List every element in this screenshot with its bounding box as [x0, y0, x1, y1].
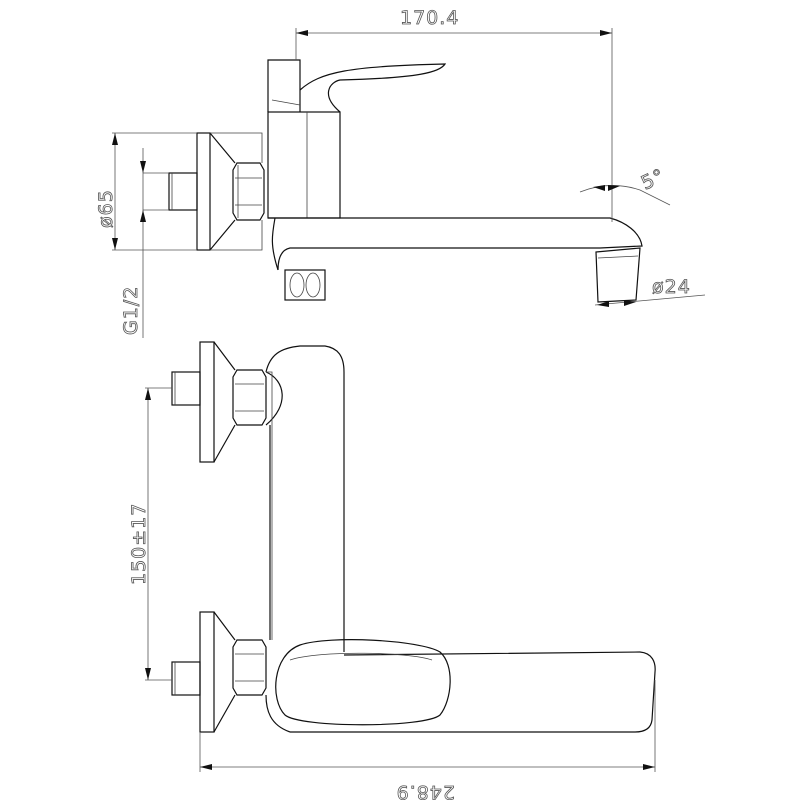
dimension-label-center-distance: 150±17	[128, 503, 150, 585]
hex-nut	[232, 162, 265, 221]
dimension-label-outlet-diameter: ø24	[652, 276, 691, 298]
dimension-flange-diameter: ø65	[95, 132, 197, 251]
spout	[268, 217, 643, 303]
dimension-label-overall-width: 248.9	[396, 781, 455, 800]
dimension-label-spout-reach: 170.4	[400, 7, 459, 29]
lower-inlet	[171, 611, 267, 733]
dimension-outlet-diameter: ø24	[594, 276, 706, 307]
side-view: 170.4 5° ø24 ø65 G1/2	[95, 7, 706, 338]
diverter	[284, 269, 326, 301]
dimension-label-flange-diameter: ø65	[95, 189, 117, 228]
inlet-pipe	[168, 172, 198, 211]
dimension-center-distance: 150±17	[128, 387, 172, 681]
plan-lever	[275, 639, 451, 726]
dimension-label-thread: G1/2	[120, 286, 142, 335]
plan-spout	[265, 651, 656, 733]
mixer-body	[267, 111, 341, 219]
dimension-spout-angle: 5°	[579, 164, 671, 206]
dimension-spout-reach: 170.4	[295, 7, 613, 222]
dimension-label-spout-angle: 5°	[638, 165, 669, 195]
plan-view: 150±17 248.9	[128, 341, 656, 800]
plan-body	[265, 345, 345, 652]
lever-handle	[267, 59, 447, 113]
dimension-thread: G1/2	[120, 148, 169, 338]
wall-flange	[196, 132, 263, 251]
dimension-overall-width: 248.9	[199, 680, 656, 800]
upper-inlet	[171, 341, 267, 463]
